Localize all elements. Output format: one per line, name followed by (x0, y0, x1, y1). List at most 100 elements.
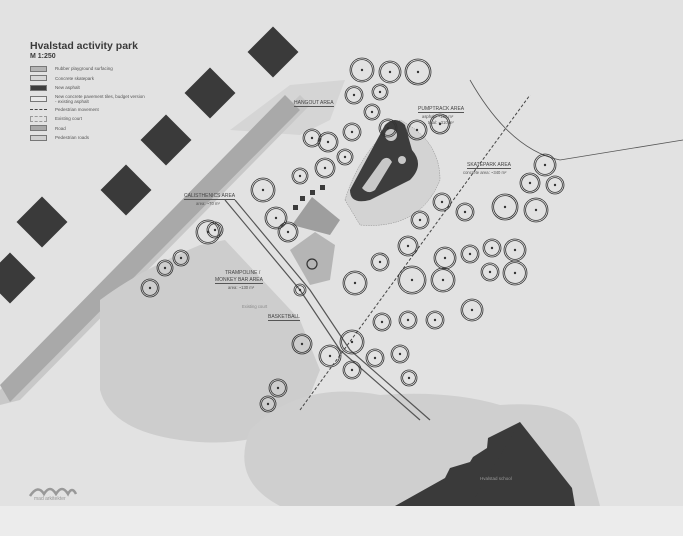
legend-item: New concrete pavement tiles, budget vers… (30, 93, 145, 105)
tree (404, 58, 432, 86)
tree (545, 175, 565, 195)
tree (460, 244, 480, 264)
legend-label: New concrete pavement tiles, budget vers… (55, 93, 145, 104)
trampoline-label-1: TRAMPOLINE / (225, 270, 261, 276)
tree (372, 312, 392, 332)
legend-item: Concrete skatepark (30, 74, 145, 84)
tree (318, 344, 342, 368)
hangout-label: HANGOUT AREA (294, 100, 334, 107)
tree (342, 360, 362, 380)
calisthenics-area-text: area: ~70 m² (196, 201, 220, 206)
tree (378, 118, 398, 138)
tree (460, 298, 484, 322)
trampoline-label-2: MONKEY BAR AREA (215, 277, 263, 284)
legend-label: Pedestrian roads (55, 135, 90, 141)
tree (314, 157, 336, 179)
legend-label: Pedestrian movement (55, 106, 99, 112)
tree (302, 128, 322, 148)
tree (342, 270, 368, 296)
legend-label: Concrete skatepark (55, 75, 95, 81)
legend-item: Pedestrian movement (30, 105, 145, 115)
legend-swatch (30, 95, 47, 102)
tree (293, 283, 307, 297)
legend-label: Existing court (55, 116, 83, 122)
tree (365, 348, 385, 368)
tree (533, 153, 557, 177)
tree (291, 333, 313, 355)
tree (378, 60, 402, 84)
pedestrian-movement (299, 94, 531, 411)
tree (482, 238, 502, 258)
legend-swatch (30, 115, 47, 122)
tree (410, 210, 430, 230)
pumptrack-label: PUMPTRACK AREA (418, 106, 465, 113)
legend-item: Pedestrian roads (30, 133, 145, 143)
skatepark-area-text: concrete area: ~340 m² (463, 170, 507, 175)
tree (425, 310, 445, 330)
tree (397, 265, 427, 295)
legend-item: Existing court (30, 114, 145, 124)
bottom-margin (0, 506, 683, 536)
tree (429, 113, 451, 135)
tree (432, 192, 452, 212)
pumptrack-asphalt: asphalt: ~180 m² (422, 114, 454, 119)
school-building (470, 422, 575, 506)
legend-label: New asphalt (55, 85, 80, 91)
tree (430, 267, 456, 293)
tree (349, 57, 375, 83)
trampoline-area-text: area: ~130 m² (228, 285, 255, 290)
existing-court-label: Existing court (242, 304, 268, 309)
tree (523, 197, 549, 223)
map-scale: M 1:250 (30, 53, 56, 60)
pumptrack-total: total: ~310 m² (428, 120, 454, 125)
tree (206, 221, 224, 239)
legend: Hvalstad activity park M 1:250 Rubber pl… (30, 40, 145, 143)
tree (342, 122, 362, 142)
tree (455, 202, 475, 222)
basketball-label: BASKETBALL (268, 314, 300, 321)
school-label: Hvalstad school (480, 476, 512, 481)
tree (390, 344, 410, 364)
tree (250, 177, 276, 203)
skatepark-label: SKATEPARK AREA (467, 162, 511, 169)
tree (519, 172, 541, 194)
tree (433, 246, 457, 270)
legend-swatch (30, 134, 47, 141)
tree (336, 148, 354, 166)
tree (339, 329, 365, 355)
legend-label: Road (55, 125, 66, 131)
legend-swatch (30, 84, 47, 91)
tree (502, 260, 528, 286)
tree (291, 167, 309, 185)
tree (397, 235, 419, 257)
map-title: Hvalstad activity park (30, 40, 138, 52)
tree (195, 219, 221, 245)
tree (344, 85, 364, 105)
tree (370, 252, 390, 272)
legend-label: Rubber playground surfacing (55, 66, 113, 72)
logo-mark (28, 487, 78, 497)
tree (259, 395, 277, 413)
tree (268, 378, 288, 398)
legend-swatch (30, 75, 47, 82)
existing-court (100, 240, 320, 443)
tree (491, 193, 519, 221)
tree (277, 221, 299, 243)
legend-swatch (30, 65, 47, 72)
legend-swatch (30, 125, 47, 132)
logo-text: mad arkitekter (34, 496, 66, 502)
tree (363, 103, 381, 121)
tree (398, 310, 418, 330)
tree (264, 206, 288, 230)
tree (140, 278, 160, 298)
tree (371, 83, 389, 101)
tree (172, 249, 190, 267)
legend-item: Rubber playground surfacing (30, 64, 145, 74)
hangout-area (292, 197, 340, 235)
legend-item: Road (30, 124, 145, 134)
legend-item: New asphalt (30, 83, 145, 93)
tree (400, 369, 418, 387)
road (0, 95, 300, 402)
calisthenics-label: CALISTHENICS AREA (184, 193, 236, 200)
